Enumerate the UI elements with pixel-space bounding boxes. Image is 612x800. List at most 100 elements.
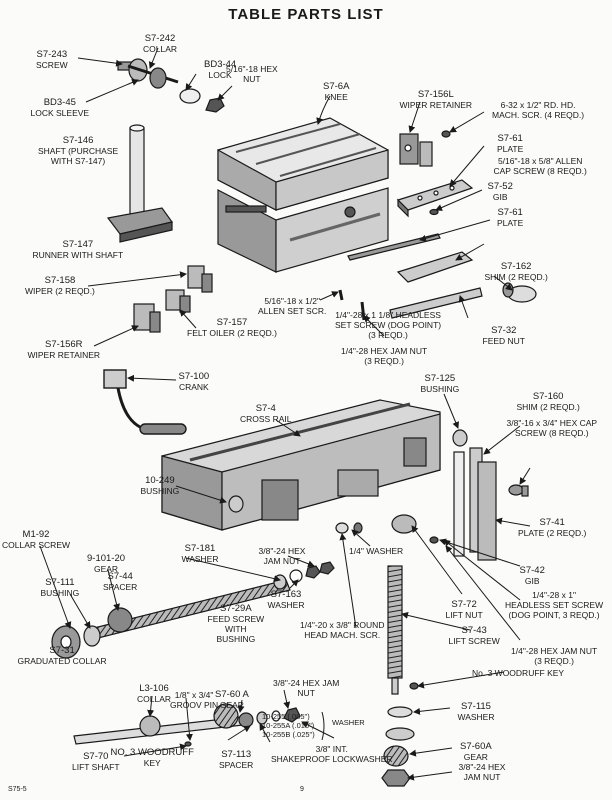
washer-group: 10-255 (.005") 10-255A (.010") 10-255B (…: [262, 712, 315, 739]
part-label-allen-set: 5/16"-18 x 1/2"ALLEN SET SCR.: [258, 296, 326, 316]
washer-group-item: 10-255 (.005"): [262, 712, 310, 721]
part-name: CROSS RAIL: [240, 414, 292, 424]
part-name: 1/4"-20 x 3/8" ROUND: [300, 620, 385, 630]
leader-lines: [39, 47, 531, 781]
part-name: WASHER: [457, 712, 495, 722]
part-number: S7-43: [461, 625, 487, 636]
part-name: BUSHING: [140, 486, 180, 496]
part-name: 6-32 x 1/2" RD. HD.: [500, 100, 576, 110]
part-name: GEAR: [219, 700, 244, 710]
part-number: 10-249: [145, 475, 175, 486]
part-number: S7-162: [500, 261, 532, 272]
part-label-headless-1: 1/4"-28 x 1"HEADLESS SET SCREW(DOG POINT…: [505, 590, 603, 620]
part-name: FELT OILER (2 REQD.): [187, 328, 277, 338]
part-name: WIPER (2 REQD.): [25, 286, 95, 296]
part-number: BD3-44: [204, 59, 237, 70]
part-name: 3/8"-24 HEX: [458, 762, 506, 772]
part-name: 3/8" INT.: [315, 744, 348, 754]
part-name: LIFT SHAFT: [72, 762, 120, 772]
feed-screw-illustration: [51, 561, 335, 659]
part-name: LIFT SCREW: [448, 636, 500, 646]
part-number: S7-160: [532, 391, 564, 402]
page-title: TABLE PARTS LIST: [228, 6, 384, 23]
part-name: NUT: [243, 74, 261, 84]
part-name: BUSHING: [40, 588, 80, 598]
footer-code: S75-5: [8, 786, 27, 793]
part-number: S7-113: [221, 749, 252, 760]
knee-illustration: [217, 117, 389, 273]
part-name: 1/4"-28 HEX JAM NUT: [341, 346, 428, 356]
part-name: HEADLESS SET SCREW: [505, 600, 604, 610]
part-number: S7-61: [497, 133, 523, 144]
part-number: S7-181: [184, 543, 216, 554]
part-name: KNEE: [324, 92, 348, 102]
part-number: S7-72: [451, 599, 477, 610]
part-name: COLLAR: [137, 694, 172, 704]
part-name: 1/4"-28 x 1 1/8" HEADLESS: [335, 310, 441, 320]
part-name: MACH. SCR. (4 REQD.): [492, 110, 585, 120]
part-label-rd-hd-screw: 6-32 x 1/2" RD. HD.MACH. SCR. (4 REQD.): [492, 100, 584, 120]
part-name: GEAR: [463, 752, 488, 762]
part-number: S7-29A: [219, 603, 252, 614]
lift-screw-illustration: [387, 565, 419, 695]
part-name: 5/16"-18 HEX: [226, 64, 278, 74]
rail-right-parts-illustration: [335, 429, 529, 561]
part-name: SCREW (8 REQD.): [514, 428, 589, 438]
part-name: RUNNER WITH SHAFT: [32, 250, 124, 260]
part-name: BUSHING: [216, 634, 256, 644]
cross-rail-illustration: [161, 399, 441, 531]
part-name: SPACER: [103, 582, 138, 592]
part-number: S7-147: [62, 239, 94, 250]
part-number: S7-60A: [460, 741, 492, 752]
part-number: L3-106: [139, 683, 169, 694]
part-number: S7-157: [216, 317, 248, 328]
part-name: 1/4" WASHER: [349, 546, 404, 556]
part-number: S7-6A: [323, 81, 350, 92]
part-number: S7-60 A: [215, 689, 249, 700]
lift-shaft-illustration: [73, 703, 301, 747]
part-label-washer-14: 1/4" WASHER: [349, 546, 403, 556]
bottom-stack-illustration: [381, 706, 415, 787]
wipers-illustration: [133, 265, 366, 333]
shaft-runner-illustration: [106, 124, 174, 243]
part-name: SHIM (2 REQD.): [516, 402, 580, 412]
lock-assembly-illustration: [117, 58, 225, 113]
part-label-woodruff-r: No. 3 WOODRUFF KEY: [472, 668, 564, 678]
part-name: SPACER: [219, 760, 254, 770]
crank-illustration: [103, 369, 187, 435]
part-number: S7-32: [491, 325, 517, 336]
washer-group-label: WASHER: [332, 718, 365, 727]
part-name: KEY: [143, 758, 161, 768]
part-name: NUT: [297, 688, 315, 698]
part-number: S7-115: [461, 701, 491, 712]
part-name: 3/8"-16 x 3/4" HEX CAP: [506, 418, 598, 428]
part-name: 1/4"-28 HEX JAM NUT: [511, 646, 598, 656]
part-number: S7-158: [44, 275, 76, 286]
part-name: (DOG POINT, 3 REQD.): [508, 610, 600, 620]
part-name: 5/16"-18 x 5/8" ALLEN: [497, 156, 583, 166]
